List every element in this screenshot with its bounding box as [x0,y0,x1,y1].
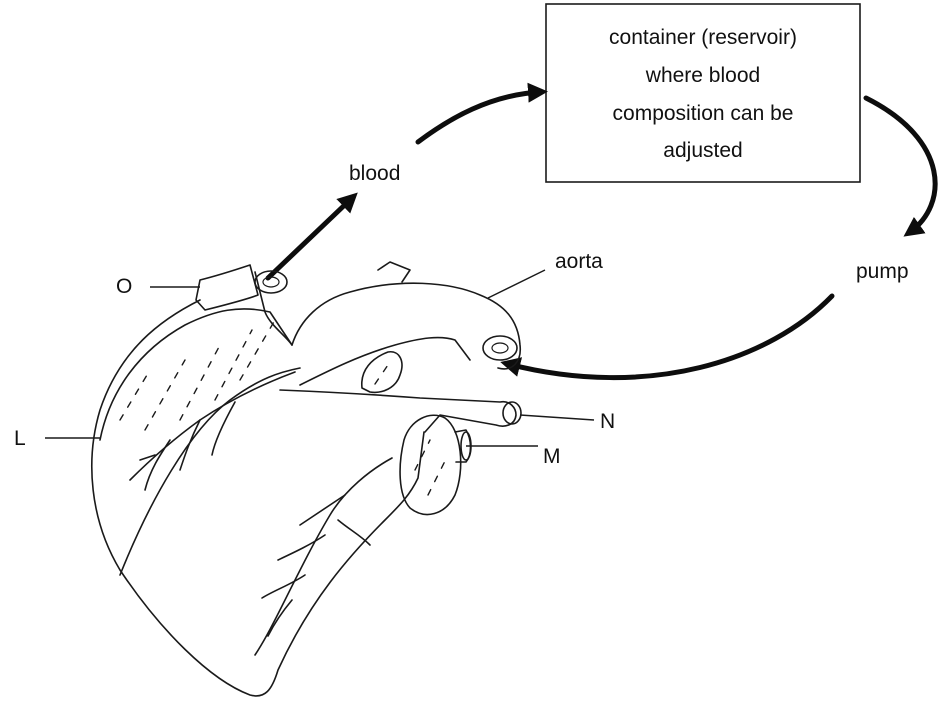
reservoir-line-3: composition can be [613,102,794,125]
leader-n [520,415,594,420]
auricle [362,352,402,393]
aorta-inner-curve [300,338,470,385]
label-blood: blood [349,162,400,185]
left-ventricle-border [120,368,300,575]
reservoir-box: container (reservoir) where blood compos… [546,4,860,182]
reservoir-line-2: where blood [645,64,760,87]
aortic-branch-stub [378,262,410,282]
anterior-branch-2 [278,535,325,560]
label-aorta: aorta [555,250,603,273]
reservoir-to-pump-arrow [866,98,935,232]
label-pump: pump [856,260,909,283]
label-n: N [600,410,615,433]
anterior-branch-5 [268,600,292,636]
aorta-opening [483,336,517,360]
label-m: M [543,445,561,468]
heart-illustration [92,262,521,696]
coronary-vessel-anterior [255,458,392,655]
pump-to-aorta-arrow [508,296,832,378]
atrium-texture-2 [145,360,185,430]
label-l: L [14,427,26,450]
auricle-texture [375,362,390,384]
label-o: O [116,275,132,298]
reservoir-line-4: adjusted [663,139,742,162]
aorta-opening-inner [492,343,508,353]
right-lobe [400,415,461,514]
leader-aorta [488,270,545,298]
reservoir-line-1: container (reservoir) [609,26,797,49]
vessel-o-stub [196,265,258,310]
atrium-texture-1 [120,370,150,420]
aorta-arch [292,283,520,369]
vessel-n-trunk [280,390,516,432]
atrium-texture-3 [180,345,220,420]
right-lobe-texture-2 [428,455,448,495]
blood-to-reservoir-arrow [418,92,540,142]
anterior-branch-3 [262,575,305,598]
anterior-branch-4 [338,520,370,545]
blood-out-arrow [268,198,352,278]
atrium-texture-5 [240,320,275,380]
left-atrium-outline [100,309,292,440]
